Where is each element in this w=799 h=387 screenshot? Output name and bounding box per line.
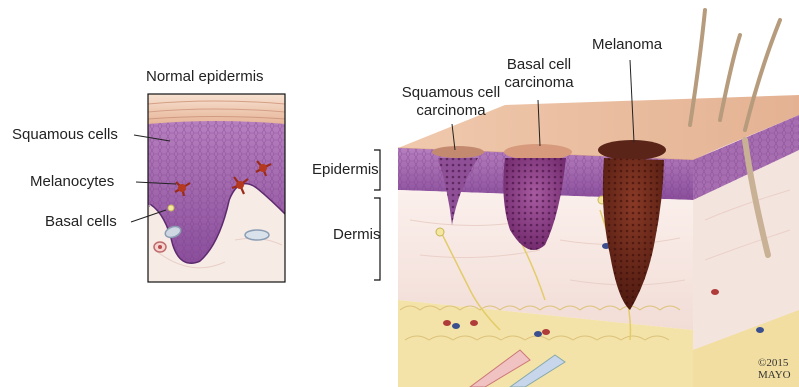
- bcc-line-1: Basal cell: [487, 56, 591, 74]
- copyright-credit: ©2015 MAYO: [758, 357, 791, 381]
- scc-line-2: carcinoma: [366, 102, 536, 120]
- credit-line-2: MAYO: [758, 369, 791, 381]
- basal-cells-label: Basal cells: [45, 213, 117, 231]
- normal-epidermis-inset: [148, 94, 285, 282]
- squamous-cells-label: Squamous cells: [12, 126, 118, 144]
- melanoma-label: Melanoma: [592, 36, 662, 54]
- credit-line-1: ©2015: [758, 357, 791, 369]
- bcc-line-2: carcinoma: [487, 74, 591, 92]
- normal-epidermis-title: Normal epidermis: [146, 68, 264, 86]
- skin-block: [398, 10, 799, 387]
- basal-cell-carcinoma-label: Basal cell carcinoma: [487, 56, 591, 92]
- epidermis-label: Epidermis: [312, 161, 379, 179]
- dermis-label: Dermis: [333, 226, 381, 244]
- melanocytes-label: Melanocytes: [30, 173, 114, 191]
